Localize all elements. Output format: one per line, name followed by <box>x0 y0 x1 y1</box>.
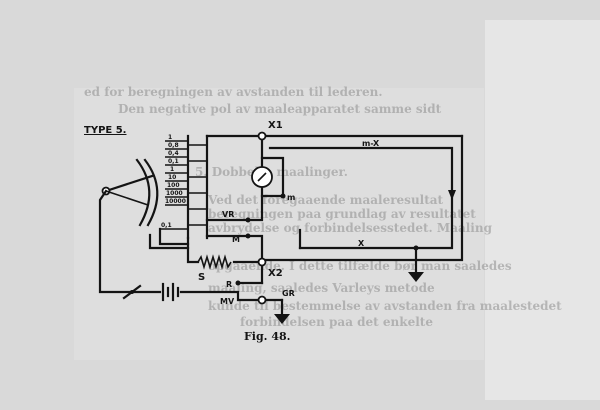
ghost-line: Ved det foregaaende maaleresultat <box>207 193 444 207</box>
rheostat-lead-left <box>186 246 200 264</box>
tap-label: 10000 <box>165 198 186 205</box>
tap-label: 0,4 <box>168 150 179 157</box>
node-mid <box>245 233 251 239</box>
label-x: X <box>358 239 365 248</box>
earth-icon <box>408 272 424 282</box>
label-r: R <box>226 280 232 289</box>
label-gr: GR <box>282 289 295 298</box>
ghost-line: Den negative pol av maaleapparatet samme… <box>118 102 442 116</box>
diagram-title: TYPE 5. <box>84 125 126 136</box>
lead-low-tap <box>158 227 190 246</box>
vr-to-galvo <box>246 194 264 222</box>
tap-label: 0,8 <box>168 142 179 149</box>
switch-arc-inner <box>143 158 159 227</box>
ghost-line: beregningen paa grundlag av resultatet <box>208 207 476 221</box>
tap-label: 1 <box>168 134 172 141</box>
rheostat-s: S <box>186 246 264 283</box>
tap-label: 1000 <box>166 190 183 197</box>
m-to-x2 <box>246 234 264 262</box>
ghost-line: ed for beregningen av avstanden til lede… <box>84 85 383 99</box>
lead-low-tap-2 <box>148 233 190 250</box>
switch-arc <box>135 158 151 227</box>
label-x2: X2 <box>268 268 283 279</box>
rheostat-coil <box>197 254 232 270</box>
ghost-line: forbindelsen paa det enkelte <box>240 315 433 329</box>
node-mv <box>257 295 267 305</box>
pivot-lead <box>98 189 134 294</box>
ghost-line: opgaaende. I dette tilfælde bør man saal… <box>208 259 512 273</box>
label-x1: X1 <box>268 120 283 131</box>
label-m: m <box>287 193 295 202</box>
tap-label: 0,1 <box>161 222 172 229</box>
node-x1 <box>257 131 267 141</box>
battery-to-mv <box>179 290 264 302</box>
tap-label: 10 <box>168 174 176 181</box>
ghost-line: kunde til bestemmelse av avstanden fra m… <box>208 299 562 313</box>
earth-icon <box>274 314 290 324</box>
label-mid: M <box>232 235 240 244</box>
tap-label: 0,1 <box>168 158 179 165</box>
ghost-line: maaling, saaledes Varleys metode <box>208 281 435 295</box>
node-m <box>280 193 286 199</box>
galvanometer-needle <box>257 172 267 182</box>
arrow-icon <box>448 190 456 200</box>
label-vr: VR <box>222 210 234 219</box>
node-vr <box>245 217 251 223</box>
figure-caption: Fig. 48. <box>244 330 290 343</box>
tap-ladder: 1 0,8 0,4 0,1 1 10 100 1000 10000 0,1 <box>160 134 188 230</box>
tap-label: 1 <box>170 166 174 173</box>
switch-arm-handle <box>105 190 149 206</box>
node-r <box>235 280 241 286</box>
vr-m-terminals: VR M <box>205 194 264 262</box>
label-s: S <box>198 272 205 283</box>
outer-rail <box>260 134 464 262</box>
junction-dot <box>413 245 419 251</box>
battery-circuit: R MV GR <box>122 264 295 324</box>
node-x2 <box>257 257 267 267</box>
switch-arm <box>104 174 154 193</box>
label-m-x: m-X <box>362 139 380 148</box>
measuring-loops: m-X X <box>260 134 464 282</box>
label-mv: MV <box>220 297 235 306</box>
overlay-sheet <box>485 20 600 400</box>
ghost-text-block: ed for beregningen av avstanden til lede… <box>84 85 562 329</box>
galvanometer-branch: X1 m <box>251 120 464 202</box>
ghost-line: avbrydelse og forbindelsesstedet. Maalin… <box>208 221 493 235</box>
range-switch <box>98 158 159 294</box>
key-lever <box>122 284 142 300</box>
tap-label: 100 <box>167 182 180 189</box>
